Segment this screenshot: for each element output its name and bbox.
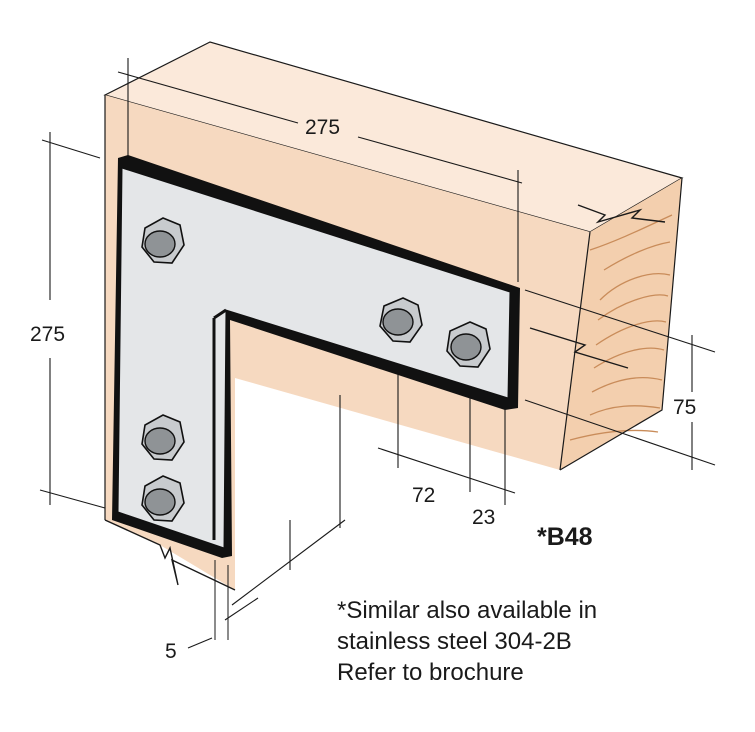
timber-end-face <box>560 178 682 470</box>
dim-edge-offset: 23 <box>472 506 495 529</box>
steel-plate <box>112 155 520 558</box>
dim-depth-right: 75 <box>673 396 696 419</box>
dimension-lines <box>39 58 716 649</box>
dim-height-left: 275 <box>30 323 65 346</box>
dim-hole-spacing: 72 <box>412 484 435 507</box>
dim-thickness: 5 <box>165 640 177 663</box>
bolt-upper-right-2 <box>446 321 491 368</box>
break-mark-top <box>577 204 666 224</box>
end-grain-rings <box>569 214 673 441</box>
bolt-lower-left-1 <box>141 414 185 461</box>
bolt-top-left <box>141 217 185 264</box>
timber-outline <box>104 95 683 520</box>
bolt-lower-left-2 <box>141 475 185 522</box>
availability-note: *Similar also available in stainless ste… <box>337 595 717 688</box>
note-line-3: Refer to brochure <box>337 659 524 686</box>
product-code: *B48 <box>537 523 593 551</box>
bolts <box>141 217 491 522</box>
leg-grain <box>214 560 229 640</box>
note-line-1: *Similar also available in <box>337 597 598 624</box>
plate-inner-edge <box>212 308 227 540</box>
note-line-2: stainless steel 304-2B <box>337 628 572 655</box>
break-mark-middle <box>529 327 629 369</box>
break-mark-leg <box>104 519 236 591</box>
dim-width-top: 275 <box>305 116 340 139</box>
bolt-upper-right-1 <box>379 297 423 343</box>
